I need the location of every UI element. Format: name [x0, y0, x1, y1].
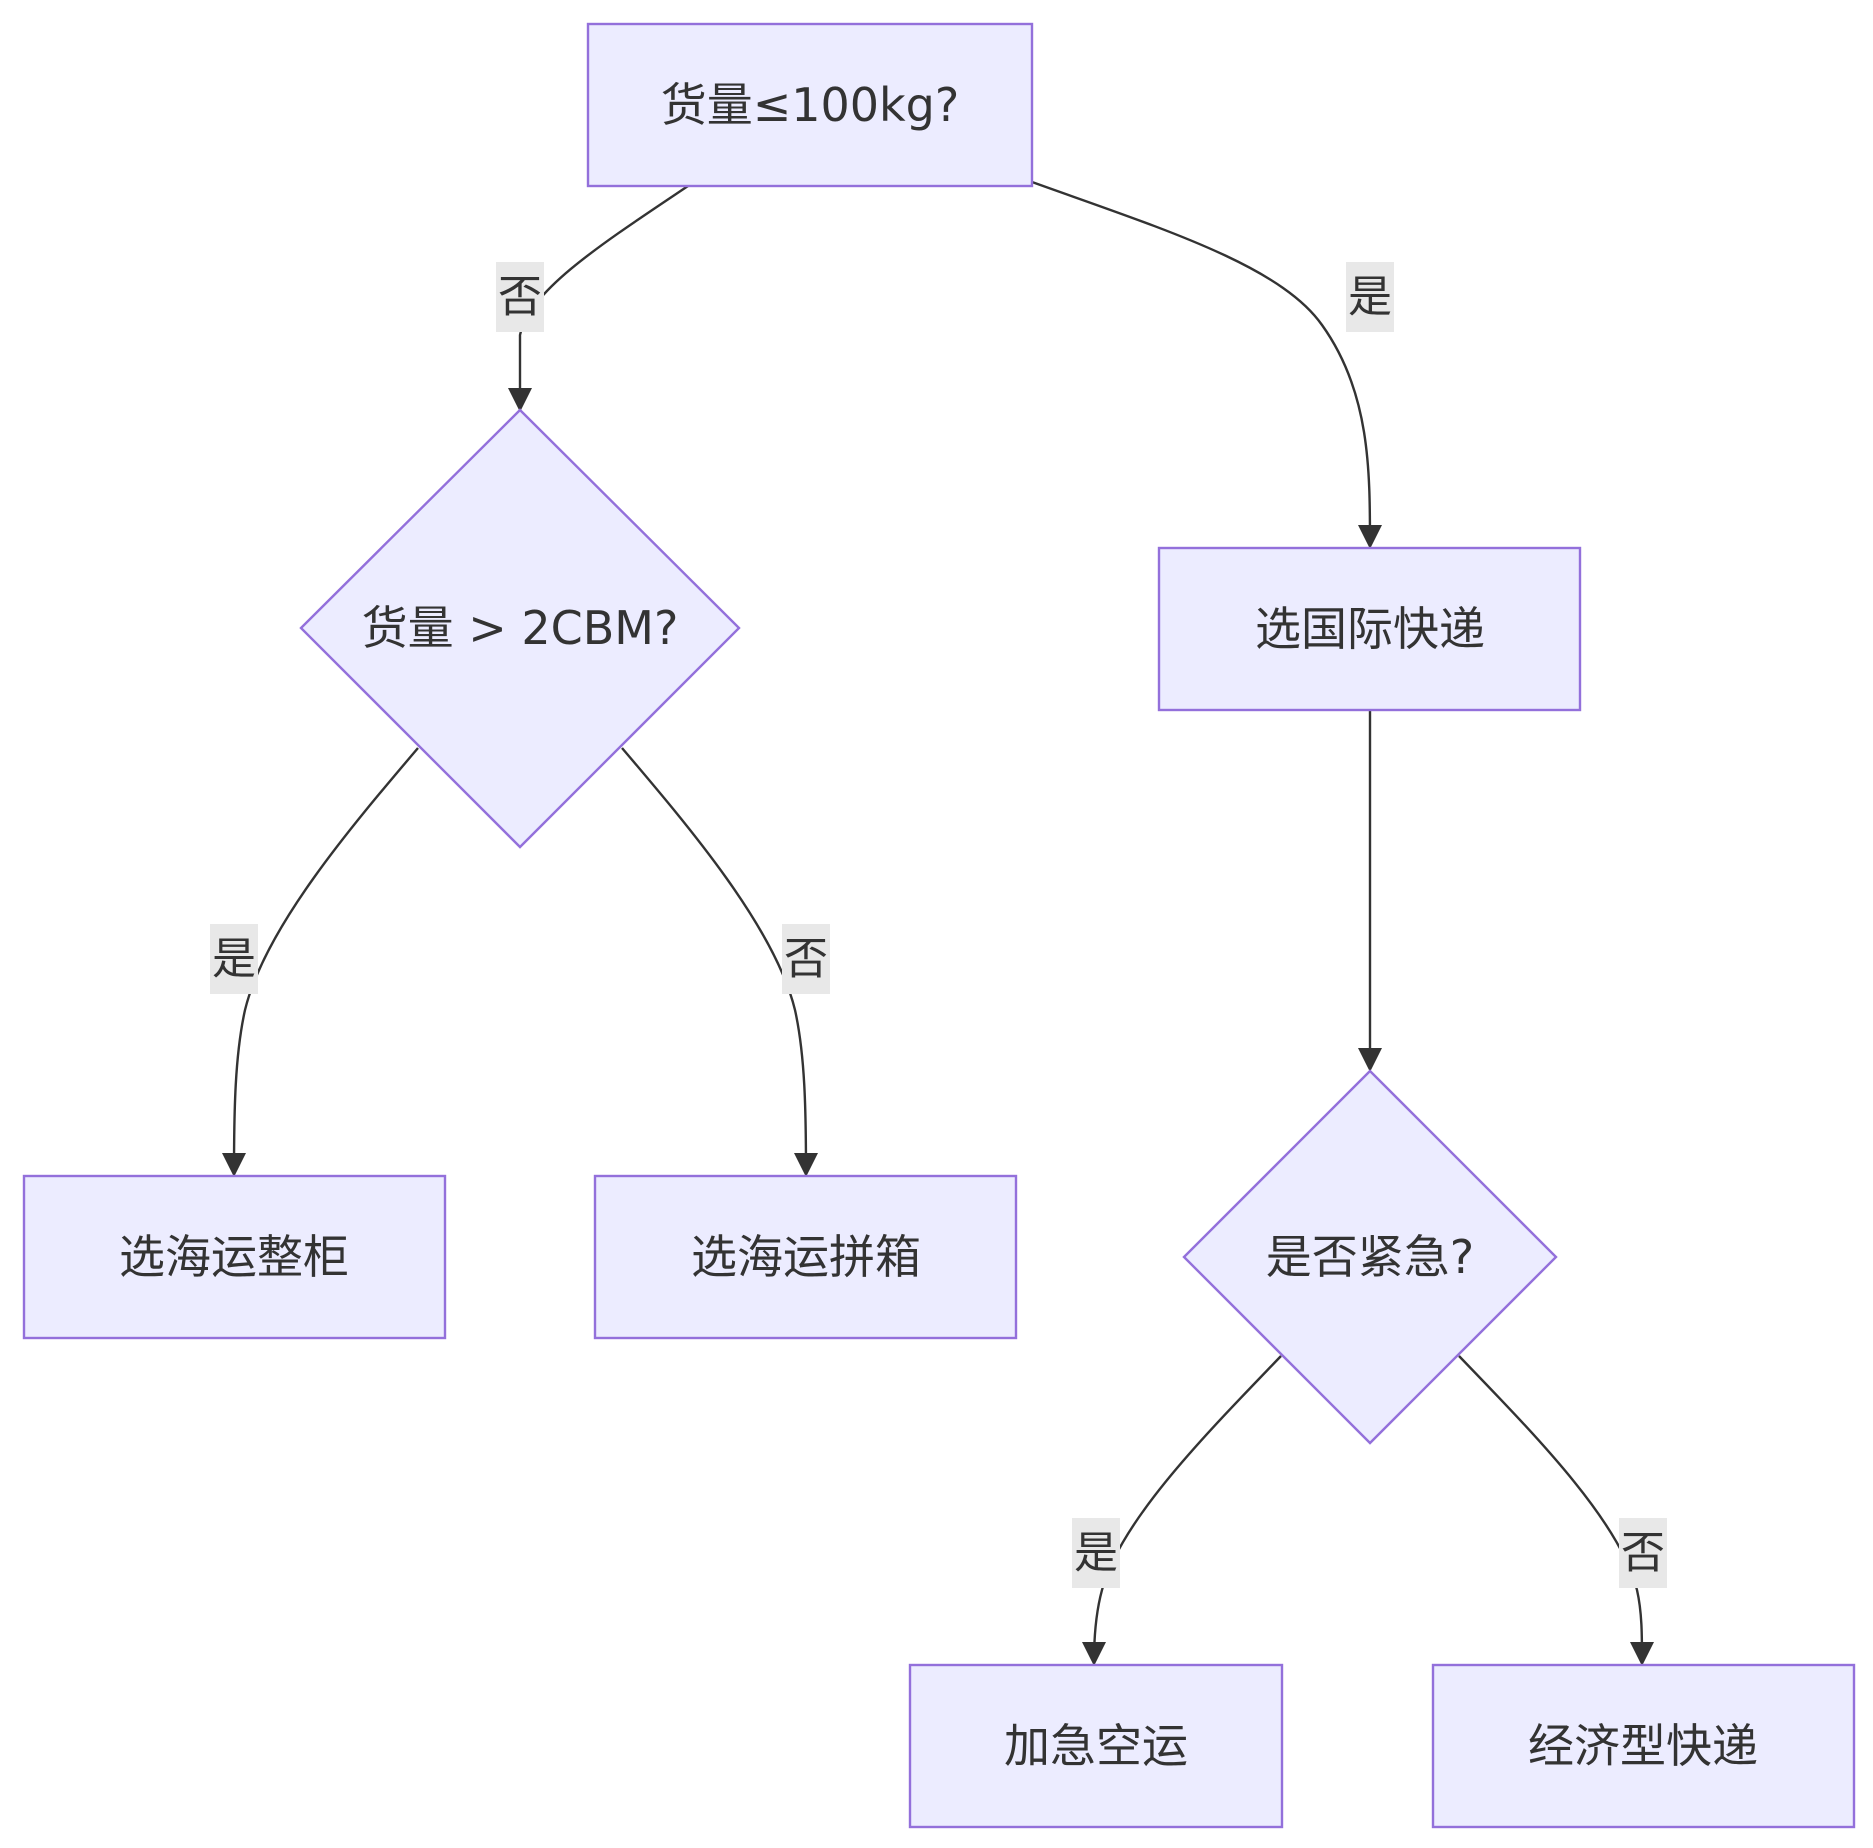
node-air-express-label: 加急空运 — [1004, 1719, 1188, 1773]
node-air-express: 加急空运 — [908, 1663, 1284, 1829]
edge-weight-yes — [1031, 180, 1382, 549]
edge-label-urgent-no-text: 否 — [1621, 1528, 1665, 1579]
node-urgent-check: 是否紧急? — [1182, 1069, 1558, 1445]
edge-label-urgent-yes-text: 是 — [1074, 1528, 1118, 1579]
node-sea-fcl: 选海运整柜 — [22, 1174, 447, 1340]
edge-label-urgent-no: 否 — [1619, 1518, 1667, 1588]
node-sea-lcl-label: 选海运拼箱 — [691, 1230, 921, 1284]
edge-label-weight-no: 否 — [496, 262, 544, 332]
node-volume-check-label: 货量 > 2CBM? — [362, 601, 679, 655]
node-sea-lcl: 选海运拼箱 — [593, 1174, 1018, 1340]
node-volume-check: 货量 > 2CBM? — [299, 408, 741, 849]
node-intl-express-label: 选国际快递 — [1255, 602, 1485, 656]
edge-label-urgent-yes: 是 — [1072, 1518, 1120, 1588]
edge-weight-no — [508, 185, 689, 412]
node-weight-check: 货量≤100kg? — [586, 22, 1034, 188]
edge-volume-yes — [222, 747, 419, 1177]
edge-urgent-no — [1458, 1355, 1654, 1666]
edge-volume-no — [621, 747, 818, 1177]
edge-label-weight-yes: 是 — [1346, 262, 1394, 332]
edge-label-volume-no: 否 — [782, 924, 830, 994]
node-economy-express-label: 经济型快递 — [1528, 1719, 1758, 1773]
edge-label-volume-yes-text: 是 — [212, 934, 256, 985]
node-urgent-check-label: 是否紧急? — [1266, 1230, 1474, 1284]
edge-label-volume-yes: 是 — [210, 924, 258, 994]
node-economy-express: 经济型快递 — [1431, 1663, 1856, 1829]
edge-label-weight-no-text: 否 — [498, 272, 542, 323]
node-sea-fcl-label: 选海运整柜 — [119, 1230, 349, 1284]
edge-urgent-yes — [1082, 1355, 1282, 1666]
edge-label-weight-yes-text: 是 — [1348, 272, 1392, 323]
node-weight-check-label: 货量≤100kg? — [661, 78, 960, 132]
edge-label-volume-no-text: 否 — [784, 934, 828, 985]
node-intl-express: 选国际快递 — [1157, 546, 1582, 712]
